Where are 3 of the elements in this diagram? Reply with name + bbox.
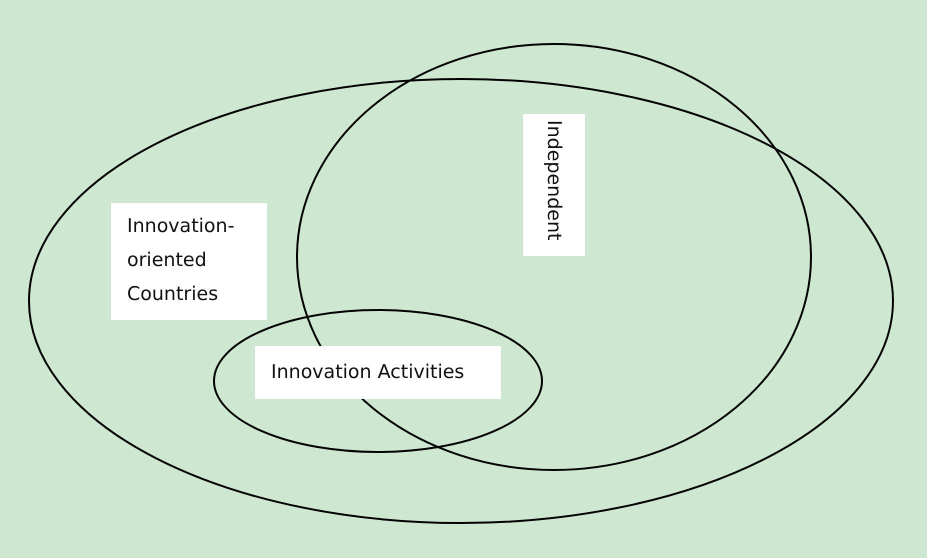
set-label: Independent <box>523 114 585 256</box>
set-label: Innovation-oriented Countries <box>111 203 267 320</box>
set-label: Innovation Activities <box>255 346 501 399</box>
